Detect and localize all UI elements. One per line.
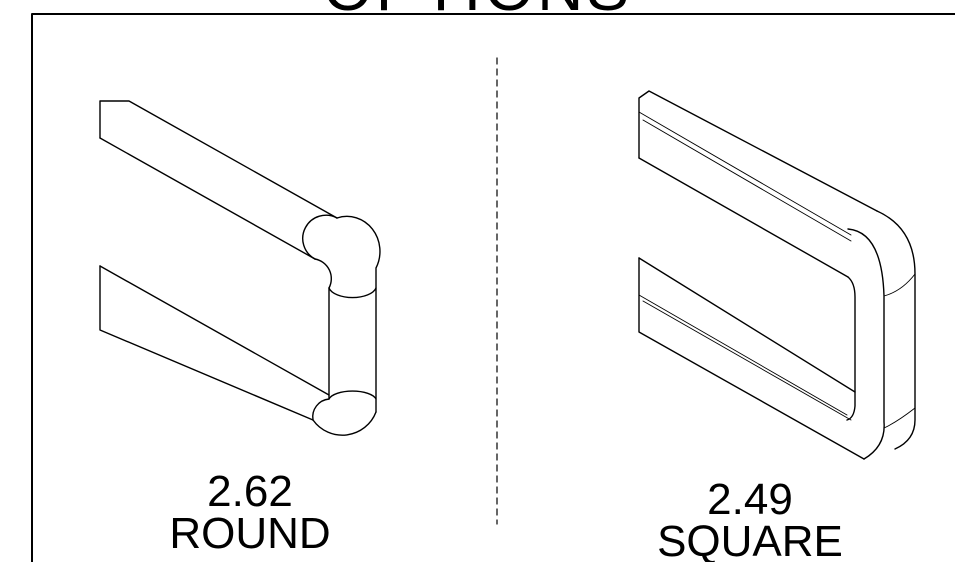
drawing-frame [31,13,955,562]
round-option-label: ROUND [169,509,331,558]
round-option-value: 2.62 [207,467,293,516]
round-part-illustration [99,100,381,436]
square-option-value: 2.49 [707,475,793,524]
square-option-label: SQUARE [657,517,843,562]
square-part-illustration [638,90,916,460]
